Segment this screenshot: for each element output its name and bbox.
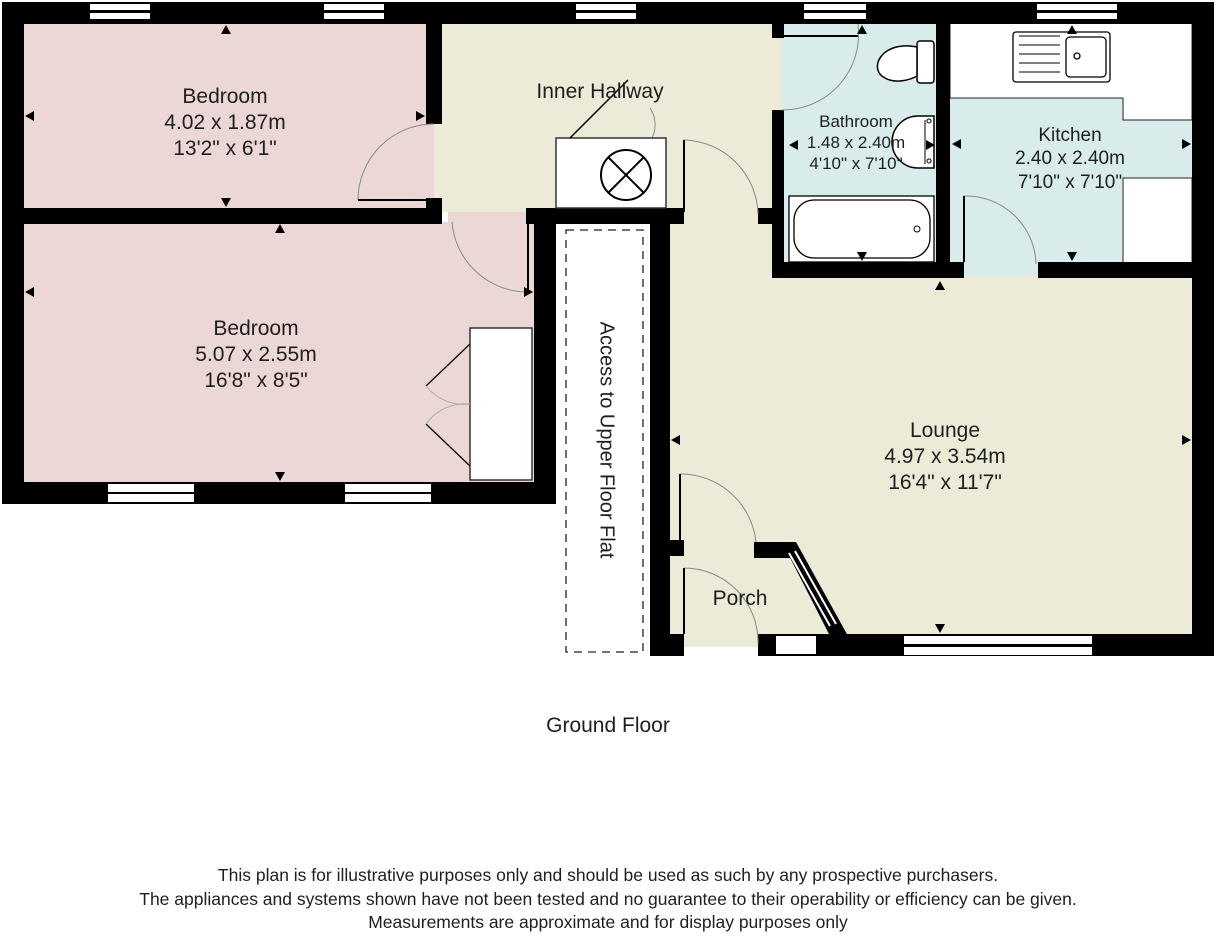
wardrobe (425, 327, 533, 481)
room-name: Inner Hallway (536, 80, 664, 103)
hallway-lower-floor (670, 130, 774, 280)
room-label-bedroom1: Bedroom 4.02 x 1.87m 13'2" x 6'1" (111, 84, 339, 161)
bedroom2-floor (24, 222, 534, 482)
disclaimer-line-2: The appliances and systems shown have no… (139, 888, 1077, 909)
room-label-kitchen: Kitchen 2.40 x 2.40m 7'10" x 7'10" (970, 124, 1170, 194)
dimension-arrows (25, 25, 1191, 633)
room-metric: 5.07 x 2.55m (195, 342, 317, 366)
bay-window (782, 542, 848, 636)
room-label-inner-hallway: Inner Hallway (500, 79, 700, 105)
room-imperial: 16'4" x 11'7" (888, 470, 1002, 494)
bedroom2-door-area (448, 210, 534, 224)
bath-icon (788, 195, 935, 263)
door-porch-entrance (683, 567, 759, 645)
door-bedroom2 (451, 221, 529, 293)
stair-access-box (565, 229, 644, 653)
door-bedroom1 (357, 123, 435, 201)
room-metric: 1.48 x 2.40m (806, 132, 906, 152)
floor-title: Ground Floor (546, 714, 670, 737)
windows (90, 4, 1117, 655)
room-name: Lounge (909, 419, 981, 442)
porch-floor (684, 555, 764, 647)
door-hallway-lounge (683, 139, 759, 215)
toilet-icon (876, 40, 935, 84)
bedroom1-floor (24, 22, 434, 210)
boiler-icon (555, 79, 667, 209)
disclaimer-line-3: Measurements are approximate and for dis… (368, 912, 848, 932)
room-metric: 2.40 x 2.40m (1015, 148, 1125, 170)
disclaimer: This plan is for illustrative purposes o… (0, 864, 1216, 935)
doors (357, 23, 1037, 645)
door-kitchen (963, 195, 1037, 265)
room-metric: 4.02 x 1.87m (164, 110, 286, 134)
room-name: Porch (712, 587, 768, 610)
room-label-bathroom: Bathroom 1.48 x 2.40m 4'10" x 7'10" (786, 112, 926, 175)
room-label-lounge: Lounge 4.97 x 3.54m 16'4" x 11'7" (830, 418, 1060, 495)
disclaimer-line-1: This plan is for illustrative purposes o… (217, 865, 999, 885)
room-imperial: 13'2" x 6'1" (173, 136, 277, 160)
stair-access-label: Access to Upper Floor Flat (595, 321, 618, 559)
door-lounge-porch (679, 473, 757, 543)
room-name: Bedroom (182, 85, 268, 108)
room-metric: 4.97 x 3.54m (884, 444, 1006, 468)
room-imperial: 4'10" x 7'10" (809, 153, 903, 173)
basin-icon (891, 115, 935, 169)
stair-access-area (555, 230, 655, 656)
room-name: Bathroom (819, 112, 893, 131)
room-imperial: 7'10" x 7'10" (1017, 171, 1123, 193)
kitchen-door-area (964, 262, 1038, 276)
room-name: Bedroom (213, 317, 299, 340)
room-label-bedroom2: Bedroom 5.07 x 2.55m 16'8" x 8'5" (142, 316, 370, 393)
room-name: Kitchen (1038, 125, 1102, 146)
room-label-porch: Porch (690, 586, 790, 612)
door-boiler-cupboard (649, 107, 656, 139)
walls (2, 2, 1214, 656)
sink-icon (1012, 31, 1111, 83)
room-imperial: 16'8" x 8'5" (204, 368, 308, 392)
door-bathroom (781, 23, 860, 111)
